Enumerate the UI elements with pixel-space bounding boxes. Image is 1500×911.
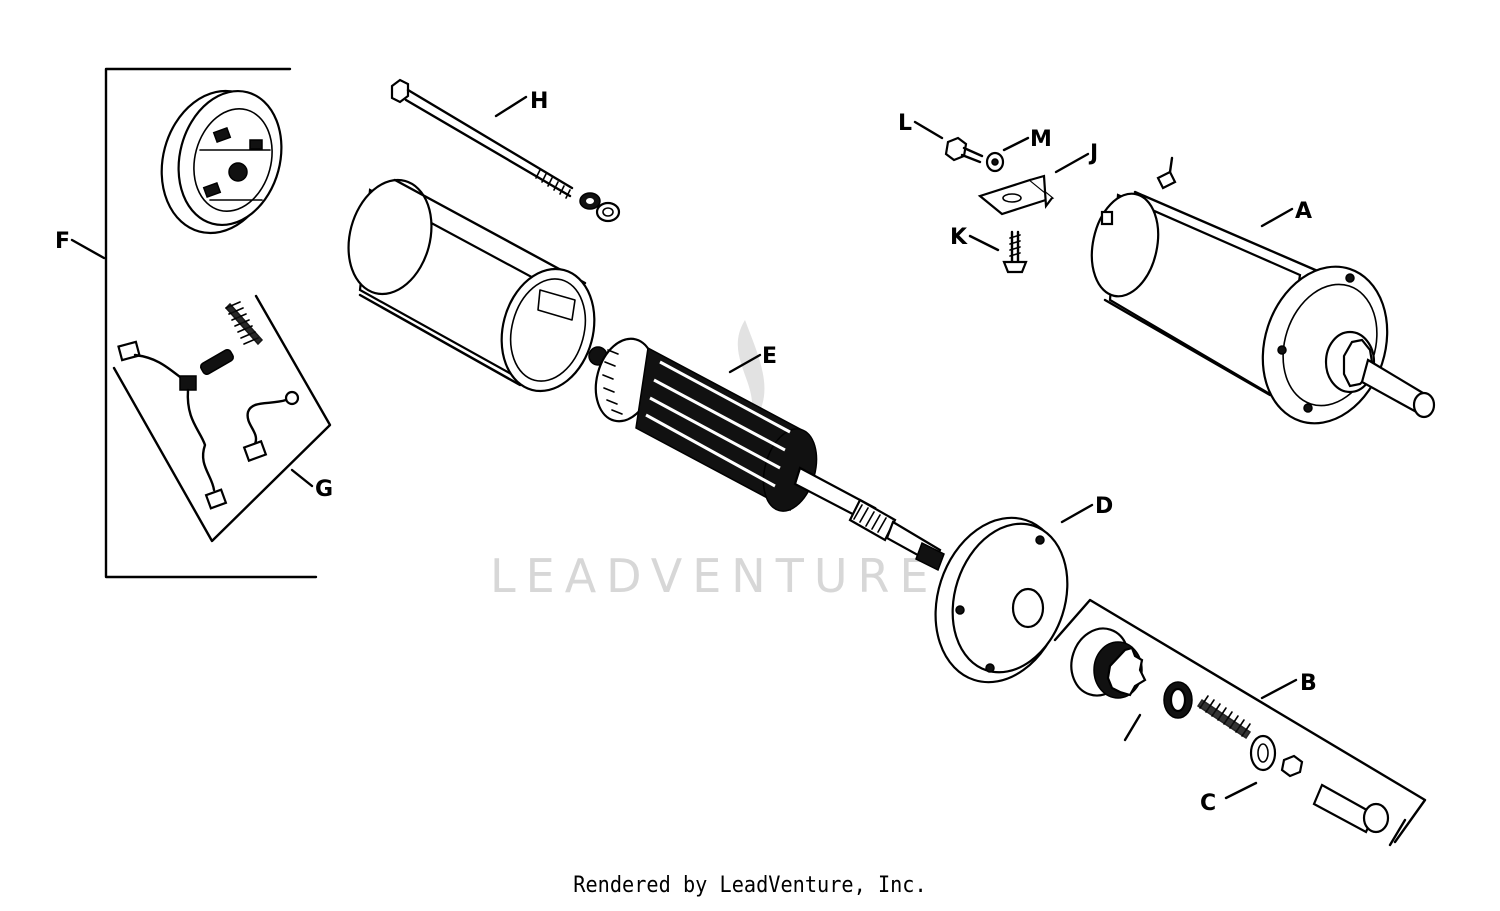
- part-screw-k[interactable]: K: [950, 225, 1028, 274]
- callout-e: E: [762, 344, 777, 369]
- callout-j: J: [1088, 141, 1098, 166]
- part-drive-kit[interactable]: B C: [1053, 598, 1427, 847]
- footer-credit: Rendered by LeadVenture, Inc.: [573, 873, 927, 898]
- callout-d: D: [1095, 494, 1113, 519]
- callout-m: M: [1030, 127, 1052, 152]
- part-brush-spring[interactable]: [224, 301, 264, 346]
- part-brushes[interactable]: [117, 340, 300, 510]
- callout-a: A: [1295, 199, 1312, 224]
- watermark-text: LEADVENTURE: [490, 549, 939, 603]
- callout-k: K: [950, 225, 968, 250]
- part-washer-m[interactable]: M: [985, 127, 1052, 173]
- part-starter-motor[interactable]: A: [1083, 156, 1436, 440]
- part-screw-l[interactable]: L: [898, 111, 984, 164]
- part-drive-end-plate[interactable]: D: [915, 494, 1113, 699]
- callout-h: H: [530, 89, 548, 114]
- watermark: LEADVENTURE: [490, 320, 939, 603]
- part-motor-housing[interactable]: [336, 171, 607, 402]
- part-through-bolt[interactable]: H: [390, 78, 621, 223]
- part-end-cap[interactable]: [146, 78, 296, 246]
- callout-g: G: [315, 477, 333, 502]
- part-mounting-bracket[interactable]: J: [977, 141, 1098, 216]
- callout-c: C: [1200, 791, 1216, 816]
- part-f-group[interactable]: F: [55, 67, 318, 579]
- callout-b: B: [1300, 671, 1317, 696]
- callout-l: L: [898, 111, 912, 136]
- callout-f: F: [55, 229, 70, 254]
- part-g-group[interactable]: G: [112, 294, 333, 543]
- part-armature[interactable]: E: [587, 332, 945, 572]
